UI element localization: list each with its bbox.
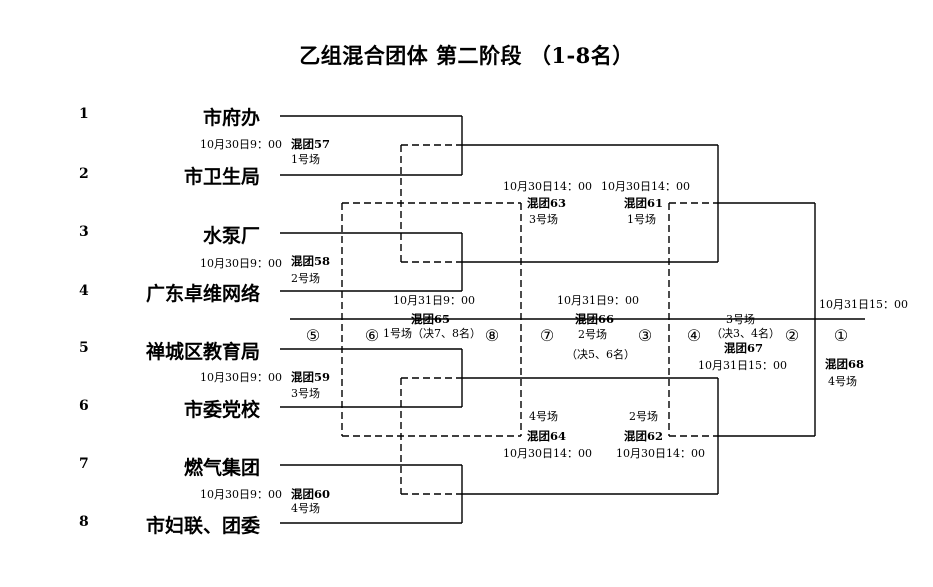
place-3-label: ③ bbox=[637, 326, 653, 345]
m62-venue: 2号场 bbox=[629, 410, 658, 423]
m68-time: 10月31日15：00 bbox=[819, 298, 908, 311]
m57-venue: 1号场 bbox=[291, 153, 320, 166]
m58-venue: 2号场 bbox=[291, 272, 320, 285]
team-1-name: 市府办 bbox=[202, 107, 260, 129]
m64-time: 10月30日14：00 bbox=[503, 447, 592, 460]
m65-venue: 1号场（决7、8名） bbox=[383, 327, 481, 340]
m63-id: 混团63 bbox=[527, 196, 567, 210]
m60-time: 10月30日9：00 bbox=[200, 488, 282, 501]
team-6-name: 市委党校 bbox=[183, 399, 260, 421]
m61-id: 混团61 bbox=[624, 196, 664, 210]
m68-id: 混团68 bbox=[825, 357, 865, 371]
m66-note: （决5、6名） bbox=[566, 348, 635, 361]
team-2-name: 市卫生局 bbox=[183, 166, 260, 188]
m57-time: 10月30日9：00 bbox=[200, 138, 282, 151]
m63-time: 10月30日14：00 bbox=[503, 180, 592, 193]
place-8-label: ⑧ bbox=[484, 326, 500, 345]
place-2-label: ② bbox=[784, 326, 800, 345]
m61-time: 10月30日14：00 bbox=[601, 180, 690, 193]
m60-venue: 4号场 bbox=[291, 502, 320, 515]
m59-time: 10月30日9：00 bbox=[200, 371, 282, 384]
place-6-label: ⑥ bbox=[364, 326, 380, 345]
seed-7: 7 bbox=[79, 456, 89, 472]
team-4-name: 广东卓维网络 bbox=[145, 283, 260, 305]
seed-2: 2 bbox=[79, 166, 89, 182]
m62-time: 10月30日14：00 bbox=[616, 447, 705, 460]
m64-venue: 4号场 bbox=[529, 410, 558, 423]
m66-venue: 2号场 bbox=[578, 328, 607, 341]
m67-note: （决3、4名） bbox=[711, 327, 780, 340]
place-4-label: ④ bbox=[686, 326, 702, 345]
place-7-label: ⑦ bbox=[539, 326, 555, 345]
m68-venue: 4号场 bbox=[828, 375, 857, 388]
seed-5: 5 bbox=[79, 340, 89, 356]
m63-venue: 3号场 bbox=[529, 213, 558, 226]
seed-4: 4 bbox=[79, 283, 89, 299]
m59-venue: 3号场 bbox=[291, 387, 320, 400]
m62-id: 混团62 bbox=[624, 429, 664, 443]
m57-id: 混团57 bbox=[291, 137, 331, 151]
team-3-name: 水泵厂 bbox=[202, 225, 260, 247]
m66-id: 混团66 bbox=[575, 312, 615, 326]
m65-id: 混团65 bbox=[411, 312, 451, 326]
seed-3: 3 bbox=[79, 224, 89, 240]
m67-time: 10月31日15：00 bbox=[698, 359, 787, 372]
m58-id: 混团58 bbox=[291, 254, 331, 268]
m58-time: 10月30日9：00 bbox=[200, 257, 282, 270]
place-1-label: ① bbox=[833, 326, 849, 345]
m67-venue: 3号场 bbox=[726, 313, 755, 326]
m66-time: 10月31日9：00 bbox=[557, 294, 639, 307]
m61-venue: 1号场 bbox=[627, 213, 656, 226]
seed-1: 1 bbox=[79, 106, 89, 122]
seed-8: 8 bbox=[79, 514, 89, 530]
team-8-name: 市妇联、团委 bbox=[145, 515, 260, 537]
team-7-name: 燃气集团 bbox=[183, 457, 260, 479]
m60-id: 混团60 bbox=[291, 487, 331, 501]
team-5-name: 禅城区教育局 bbox=[145, 341, 260, 363]
m67-id: 混团67 bbox=[724, 341, 764, 355]
page-title: 乙组混合团体 第二阶段 （1-8名） bbox=[299, 43, 634, 68]
seed-6: 6 bbox=[79, 398, 89, 414]
m59-id: 混团59 bbox=[291, 370, 331, 384]
m64-id: 混团64 bbox=[527, 429, 567, 443]
place-5-label: ⑤ bbox=[305, 326, 321, 345]
m65-time: 10月31日9：00 bbox=[393, 294, 475, 307]
